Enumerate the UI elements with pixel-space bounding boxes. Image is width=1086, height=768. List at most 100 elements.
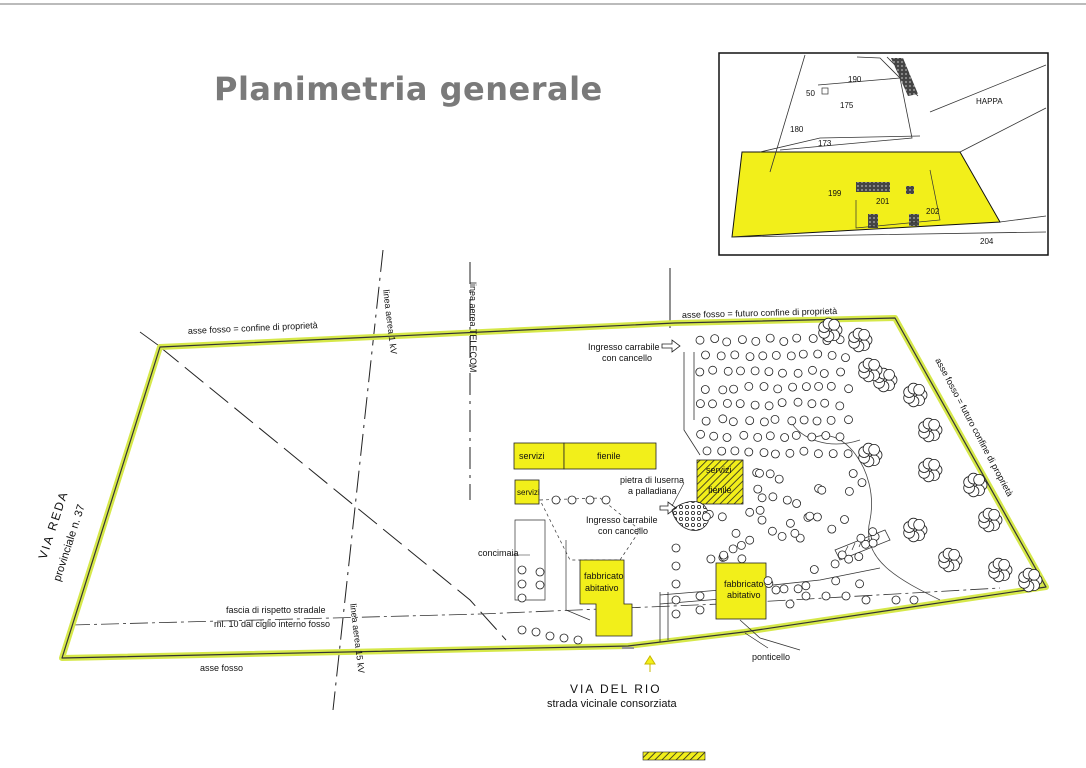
label-fascia-1: fascia di rispetto stradale bbox=[226, 605, 326, 615]
tree-symbol bbox=[695, 335, 705, 345]
tree-symbol bbox=[785, 448, 795, 458]
tree-symbol bbox=[701, 350, 710, 360]
tree-symbol bbox=[755, 505, 765, 515]
label-entrance-mid: Ingresso carrabile bbox=[586, 515, 658, 525]
tree-symbol bbox=[820, 398, 830, 408]
tree-symbol bbox=[770, 414, 780, 424]
inset-parcel-190: 190 bbox=[848, 75, 862, 84]
tree-symbol bbox=[801, 591, 811, 601]
tree-symbol bbox=[786, 351, 796, 361]
building-fienile-top bbox=[563, 442, 657, 470]
tree-symbol bbox=[744, 381, 754, 391]
label-stone-2: a palladiana bbox=[628, 486, 677, 496]
scale-bar bbox=[642, 751, 706, 761]
tree-symbol bbox=[848, 469, 858, 478]
tree-symbol bbox=[861, 595, 871, 605]
tree-symbol bbox=[801, 581, 811, 591]
tree-symbol bbox=[841, 353, 850, 363]
tree-symbol bbox=[722, 433, 732, 442]
building-servizi-small bbox=[514, 479, 540, 505]
tree-symbol bbox=[868, 358, 880, 371]
tree-symbol bbox=[771, 449, 780, 459]
tree-symbol bbox=[695, 367, 705, 377]
tree-symbol bbox=[731, 528, 741, 538]
inset-parcel-50: 50 bbox=[806, 89, 815, 98]
tree-symbol bbox=[799, 415, 809, 425]
tree-symbol bbox=[573, 635, 583, 645]
tree-symbol bbox=[750, 366, 760, 376]
tree-symbol bbox=[854, 552, 864, 561]
tree-symbol bbox=[701, 512, 711, 522]
inset-parcel-204: 204 bbox=[980, 237, 994, 246]
tree-symbol bbox=[706, 554, 716, 564]
tree-symbol bbox=[517, 579, 527, 589]
label-top-boundary: asse fosso = confine di proprietà bbox=[188, 320, 318, 336]
tree-symbol bbox=[777, 532, 787, 541]
tree-symbol bbox=[696, 429, 705, 439]
inset-parcel-173: 173 bbox=[818, 139, 832, 148]
tree-symbol bbox=[779, 337, 789, 346]
tree-symbol bbox=[757, 515, 767, 525]
tree-symbol bbox=[709, 431, 719, 441]
label-entrance-top-2: con cancello bbox=[602, 353, 652, 363]
tree-symbol bbox=[737, 541, 746, 550]
tree-symbol bbox=[551, 495, 561, 505]
tree-symbol bbox=[792, 499, 801, 508]
tree-symbol bbox=[868, 443, 880, 456]
tree-symbol bbox=[768, 492, 778, 502]
tree-symbol bbox=[718, 385, 728, 395]
tree-symbol bbox=[827, 524, 837, 534]
label-line-15kv: linea aerea 15 kV bbox=[348, 603, 366, 674]
tree-symbol bbox=[777, 398, 787, 408]
tree-symbol bbox=[805, 511, 815, 521]
tree-symbol bbox=[821, 591, 831, 601]
label-stone-1: pietra di luserna bbox=[620, 475, 684, 485]
tree-symbol bbox=[750, 400, 760, 410]
tree-symbol bbox=[745, 507, 755, 517]
tree-symbol bbox=[826, 415, 836, 425]
building-servizi-top bbox=[513, 442, 565, 470]
tree-symbol bbox=[738, 335, 747, 345]
tree-symbol bbox=[844, 415, 853, 425]
tree-symbol bbox=[757, 493, 767, 503]
tree-symbol bbox=[601, 495, 611, 505]
tree-symbol bbox=[753, 432, 763, 442]
label-line-telecom: linea aerea TELECOM bbox=[468, 282, 478, 372]
tree-symbol bbox=[836, 367, 845, 377]
tree-symbol bbox=[856, 533, 866, 543]
tree-symbol bbox=[973, 473, 985, 486]
tree-symbol bbox=[780, 433, 789, 442]
label-abitativo-2b: abitativo bbox=[727, 590, 761, 600]
tree-symbol bbox=[845, 486, 854, 496]
tree-symbol bbox=[765, 469, 775, 479]
tree-symbol bbox=[793, 584, 803, 594]
tree-symbol bbox=[831, 576, 841, 586]
tree-symbol bbox=[671, 561, 681, 571]
tree-symbol bbox=[736, 366, 745, 376]
tree-symbol bbox=[585, 495, 595, 505]
overhead-lines bbox=[332, 249, 671, 711]
road-setback-line bbox=[71, 587, 1001, 626]
tree-symbol bbox=[671, 595, 681, 605]
tree-symbol bbox=[559, 633, 569, 643]
tree-symbol bbox=[735, 399, 745, 409]
tree-symbol bbox=[723, 366, 733, 376]
tree-symbol bbox=[808, 365, 817, 375]
label-fascia-2: ml. 10 dal ciglio interno fosso bbox=[214, 619, 330, 629]
tree-symbol bbox=[723, 398, 732, 408]
label-fienile-hatched: fienile bbox=[708, 485, 732, 495]
tree-symbol bbox=[909, 595, 919, 605]
inset-parcel-199: 199 bbox=[828, 189, 842, 198]
inset-map: HAPPA 50 190 175 180 173 199 201 202 204 bbox=[718, 52, 1049, 256]
tree-symbol bbox=[782, 495, 792, 505]
tree-symbol bbox=[883, 368, 895, 381]
via-del-rio-arrow bbox=[644, 655, 656, 672]
inset-label-happa: HAPPA bbox=[976, 97, 1003, 106]
tree-symbol bbox=[567, 495, 577, 505]
label-abitativo-1b: abitativo bbox=[585, 583, 619, 593]
tree-symbol bbox=[827, 350, 837, 360]
tree-symbol bbox=[774, 474, 784, 484]
property-boundary bbox=[61, 317, 1047, 659]
tree-symbol bbox=[531, 627, 541, 637]
